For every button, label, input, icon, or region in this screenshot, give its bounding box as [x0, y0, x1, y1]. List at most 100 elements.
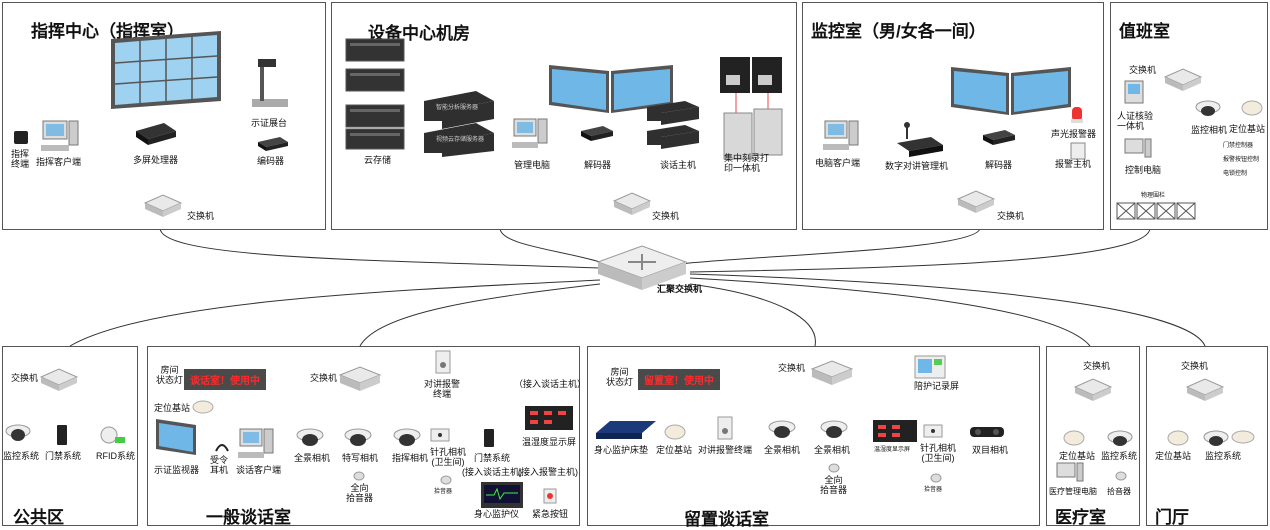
positioning-label: 定位基站 — [1059, 451, 1096, 461]
th-screen-label: 温湿度显示屏 — [874, 447, 911, 453]
switch-label: 交换机 — [187, 211, 215, 221]
emergency-label: 紧急按钮 — [532, 509, 569, 519]
positioning-icon — [1167, 430, 1189, 446]
room-title: 监控室（男/女各一间） — [811, 22, 986, 41]
host-conn2-label: (接入谈话主机) — [462, 467, 522, 477]
camera-label: 监控相机 — [1191, 125, 1228, 135]
decoder-label: 解码器 — [584, 160, 612, 170]
intercom-label: 对讲报警终端 — [698, 445, 753, 455]
switch-label: 交换机 — [652, 211, 680, 221]
cloud-storage-label: 云存储 — [364, 155, 392, 165]
room-monitor: 监控室（男/女各一间） 电脑客户端 数字对讲管理机 解码器 声光报警器 报警主机… — [802, 2, 1104, 230]
talk-host-icon — [647, 101, 699, 149]
room-lobby: 交换机 定位基站 监控系统 门厅 — [1146, 346, 1268, 527]
monitor-label: 监控系统 — [1101, 451, 1138, 461]
id-check-icon — [1124, 80, 1144, 104]
monitor-label: 监控系统 — [1205, 451, 1242, 461]
digital-intercom-icon — [897, 122, 943, 157]
mic-label: 全向 拾音器 — [346, 483, 374, 503]
switch-icon — [338, 366, 382, 391]
cloud-storage-icon — [345, 38, 405, 150]
room-title: 门厅 — [1155, 508, 1189, 527]
earphone-label: 受令 耳机 — [210, 455, 229, 475]
escort-screen-icon — [914, 355, 946, 379]
positioning-label: 定位基站 — [656, 445, 693, 455]
burner-icon — [720, 57, 783, 160]
switch-icon — [1073, 378, 1113, 401]
access-label: 门禁系统 — [45, 451, 82, 461]
pano-camera-icon — [768, 420, 796, 438]
processor-icon — [136, 123, 176, 145]
host-conn-label: （接入谈话主机） — [514, 379, 587, 389]
burner-label: 集中刻录打 印一体机 — [724, 153, 770, 173]
decoder-icon — [581, 126, 613, 141]
bed-label: 身心监护床垫 — [594, 445, 649, 455]
monitor-wall-icon — [951, 67, 1071, 115]
small-label-2: 报警按钮控制 — [1223, 157, 1260, 163]
mic-label: 全向 拾音器 — [820, 475, 848, 495]
room-title: 公共区 — [13, 508, 64, 527]
room-light-label: 房间 状态灯 — [606, 367, 634, 387]
switch-label: 交换机 — [997, 211, 1025, 221]
positioning-icon — [664, 424, 686, 440]
pano-cam2-label: 全景相机 — [814, 445, 851, 455]
alarm-host-label: 报警主机 — [1055, 159, 1092, 169]
talk-client-icon — [238, 428, 274, 458]
intercom-icon — [717, 416, 733, 440]
server-text-2: 视频云存储服务器 — [436, 137, 485, 143]
small-mic-icon — [440, 475, 452, 485]
client-label: 电脑客户端 — [815, 158, 861, 168]
control-pc-icon — [1124, 138, 1152, 158]
mgmt-pc-label: 医疗管理电脑 — [1049, 487, 1097, 496]
small-label-3: 电锁控制 — [1223, 171, 1248, 177]
talk-host-label: 谈话主机 — [660, 160, 697, 170]
terminal-label: 指挥 终端 — [11, 149, 30, 169]
camera-icon — [1195, 100, 1221, 116]
switch-label: 交换机 — [1181, 361, 1209, 371]
small-label-1: 门禁控制器 — [1223, 143, 1254, 149]
intercom-label: 对讲报警 终端 — [424, 379, 461, 399]
access-icon — [484, 429, 494, 447]
command-camera-icon — [393, 428, 421, 446]
pinhole-label: 针孔相机 (卫生间) — [430, 447, 467, 467]
positioning-label: 定位基站 — [1155, 451, 1192, 461]
room-duty: 值班室 交换机 人证核验 一体机 监控相机 定位基站 控制电脑 门禁控制器 报警… — [1110, 2, 1268, 230]
room-command-center: 指挥中心（指挥室） 指挥 终端 指挥客户端 多屏处理器 示证展台 编码器 交换机 — [2, 2, 326, 230]
camera-icon — [1107, 430, 1133, 446]
doc-camera-icon — [252, 59, 288, 107]
alarm-label: 声光报警器 — [1051, 129, 1097, 139]
small-label-4: 物理围栏 — [1141, 193, 1166, 199]
server-text-1: 智能分析服务器 — [436, 105, 479, 111]
positioning-label: 定位基站 — [154, 403, 191, 413]
mgmt-pc-icon — [1056, 462, 1084, 482]
terminal-icon — [14, 131, 28, 144]
camera-icon — [1203, 430, 1255, 446]
alarm-conn-label: (接入报警主机) — [518, 467, 578, 477]
client-pc-icon — [41, 120, 79, 151]
switch-icon — [1163, 68, 1203, 91]
room-detention-talk: 房间 状态灯 留置室！使用中 交换机 陪护记录屏 身心监护床垫 定位基站 对讲报… — [587, 346, 1040, 529]
mic-icon — [828, 463, 840, 473]
command-cam-label: 指挥相机 — [392, 453, 429, 463]
video-wall-icon — [111, 31, 221, 109]
room-title: 留置谈话室 — [684, 510, 769, 529]
status-light-red: 留置室！使用中 — [638, 369, 720, 390]
mgmt-pc-label: 管理电脑 — [514, 160, 551, 170]
decoder-icon — [983, 130, 1015, 145]
duty-switch-label: 交换机 — [1129, 65, 1157, 75]
room-light-label: 房间 状态灯 — [156, 365, 184, 385]
binocular-label: 双目相机 — [972, 445, 1009, 455]
processor-label: 多屏处理器 — [133, 155, 179, 165]
positioning-icon — [1241, 100, 1263, 116]
pano-cam-label: 全景相机 — [294, 453, 331, 463]
switch-icon — [956, 190, 996, 213]
core-switch-icon — [596, 245, 688, 290]
access-label: 门禁系统 — [474, 453, 511, 463]
switch-label: 交换机 — [1083, 361, 1111, 371]
room-title: 医疗室 — [1055, 508, 1106, 527]
switch-label: 交换机 — [310, 373, 338, 383]
doc-camera-label: 示证展台 — [251, 118, 288, 128]
earphone-icon — [215, 444, 229, 452]
closeup-cam-label: 特写相机 — [342, 453, 379, 463]
monitor-wall-icon — [549, 65, 673, 113]
